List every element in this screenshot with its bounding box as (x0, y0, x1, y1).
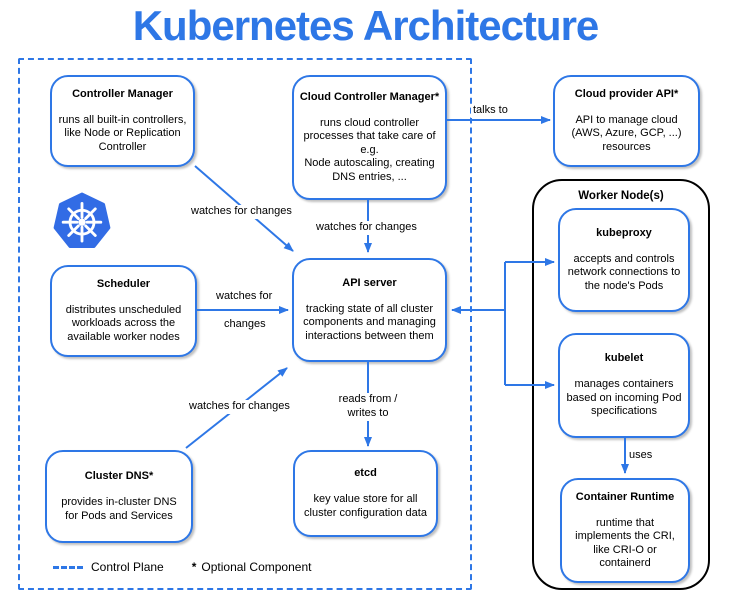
node-title: etcd (354, 467, 377, 480)
edge-label-uses: uses (627, 449, 655, 463)
node-body: runtime that implements the CRI, like CR… (575, 516, 675, 569)
node-title: Scheduler (96, 277, 151, 290)
node-cloud-provider-api[interactable]: Cloud provider API* API to manage cloud … (553, 75, 700, 167)
node-title: Controller Manager (72, 87, 173, 100)
node-etcd[interactable]: etcd key value store for all cluster con… (293, 450, 438, 537)
edge-label-talks-to: talks to (471, 104, 510, 118)
node-title: Cloud provider API* (574, 87, 679, 100)
edge-label-watches-dns: watches for changes (187, 400, 292, 414)
node-title: Container Runtime (575, 490, 675, 503)
legend-star: * (191, 560, 197, 574)
node-cluster-dns[interactable]: Cluster DNS* provides in-cluster DNS for… (45, 450, 193, 543)
legend-control-plane-label: Control Plane (91, 560, 164, 574)
edge-label-watches-scheduler-line2: changes (224, 318, 266, 330)
edge-label-watches-cm: watches for changes (189, 205, 294, 219)
node-api-server[interactable]: API server tracking state of all cluster… (292, 258, 447, 362)
node-body: distributes unscheduled workloads across… (65, 303, 182, 343)
node-scheduler[interactable]: Scheduler distributes unscheduled worklo… (50, 265, 197, 357)
node-container-runtime[interactable]: Container Runtime runtime that implement… (560, 478, 690, 583)
node-title: Cloud Controller Manager* (299, 90, 440, 103)
node-title: Cluster DNS* (84, 470, 154, 483)
node-body: runs all built-in controllers, like Node… (58, 113, 187, 153)
worker-node-title: Worker Node(s) (578, 190, 664, 202)
node-body: tracking state of all cluster components… (303, 302, 436, 342)
node-body: manages containers based on incoming Pod… (566, 378, 682, 418)
edge-label-watches-scheduler-line1: watches for (216, 290, 273, 302)
node-controller-manager[interactable]: Controller Manager runs all built-in con… (50, 75, 195, 167)
node-body: accepts and controls network connections… (567, 252, 681, 292)
node-title: API server (342, 276, 397, 289)
node-kubelet[interactable]: kubelet manages containers based on inco… (558, 333, 690, 438)
node-body: key value store for all cluster configur… (304, 493, 427, 519)
node-body: provides in-cluster DNS for Pods and Ser… (61, 496, 177, 522)
control-plane-boundary (18, 58, 472, 590)
legend: Control Plane * Optional Component (53, 560, 311, 574)
control-plane-dash-icon (53, 565, 83, 569)
node-title: kubeproxy (596, 226, 652, 239)
node-title: kubelet (604, 352, 644, 365)
node-body: runs cloud controller processes that tak… (303, 116, 436, 183)
edge-label-reads-writes: reads from / writes to (329, 393, 407, 421)
legend-optional-label: Optional Component (201, 560, 312, 574)
diagram-title: Kubernetes Architecture (132, 2, 600, 49)
node-kubeproxy[interactable]: kubeproxy accepts and controls network c… (558, 208, 690, 312)
node-body: API to manage cloud (AWS, Azure, GCP, ..… (571, 113, 682, 153)
edge-label-watches-ccm: watches for changes (314, 221, 419, 235)
node-cloud-controller-manager[interactable]: Cloud Controller Manager* runs cloud con… (292, 75, 447, 200)
